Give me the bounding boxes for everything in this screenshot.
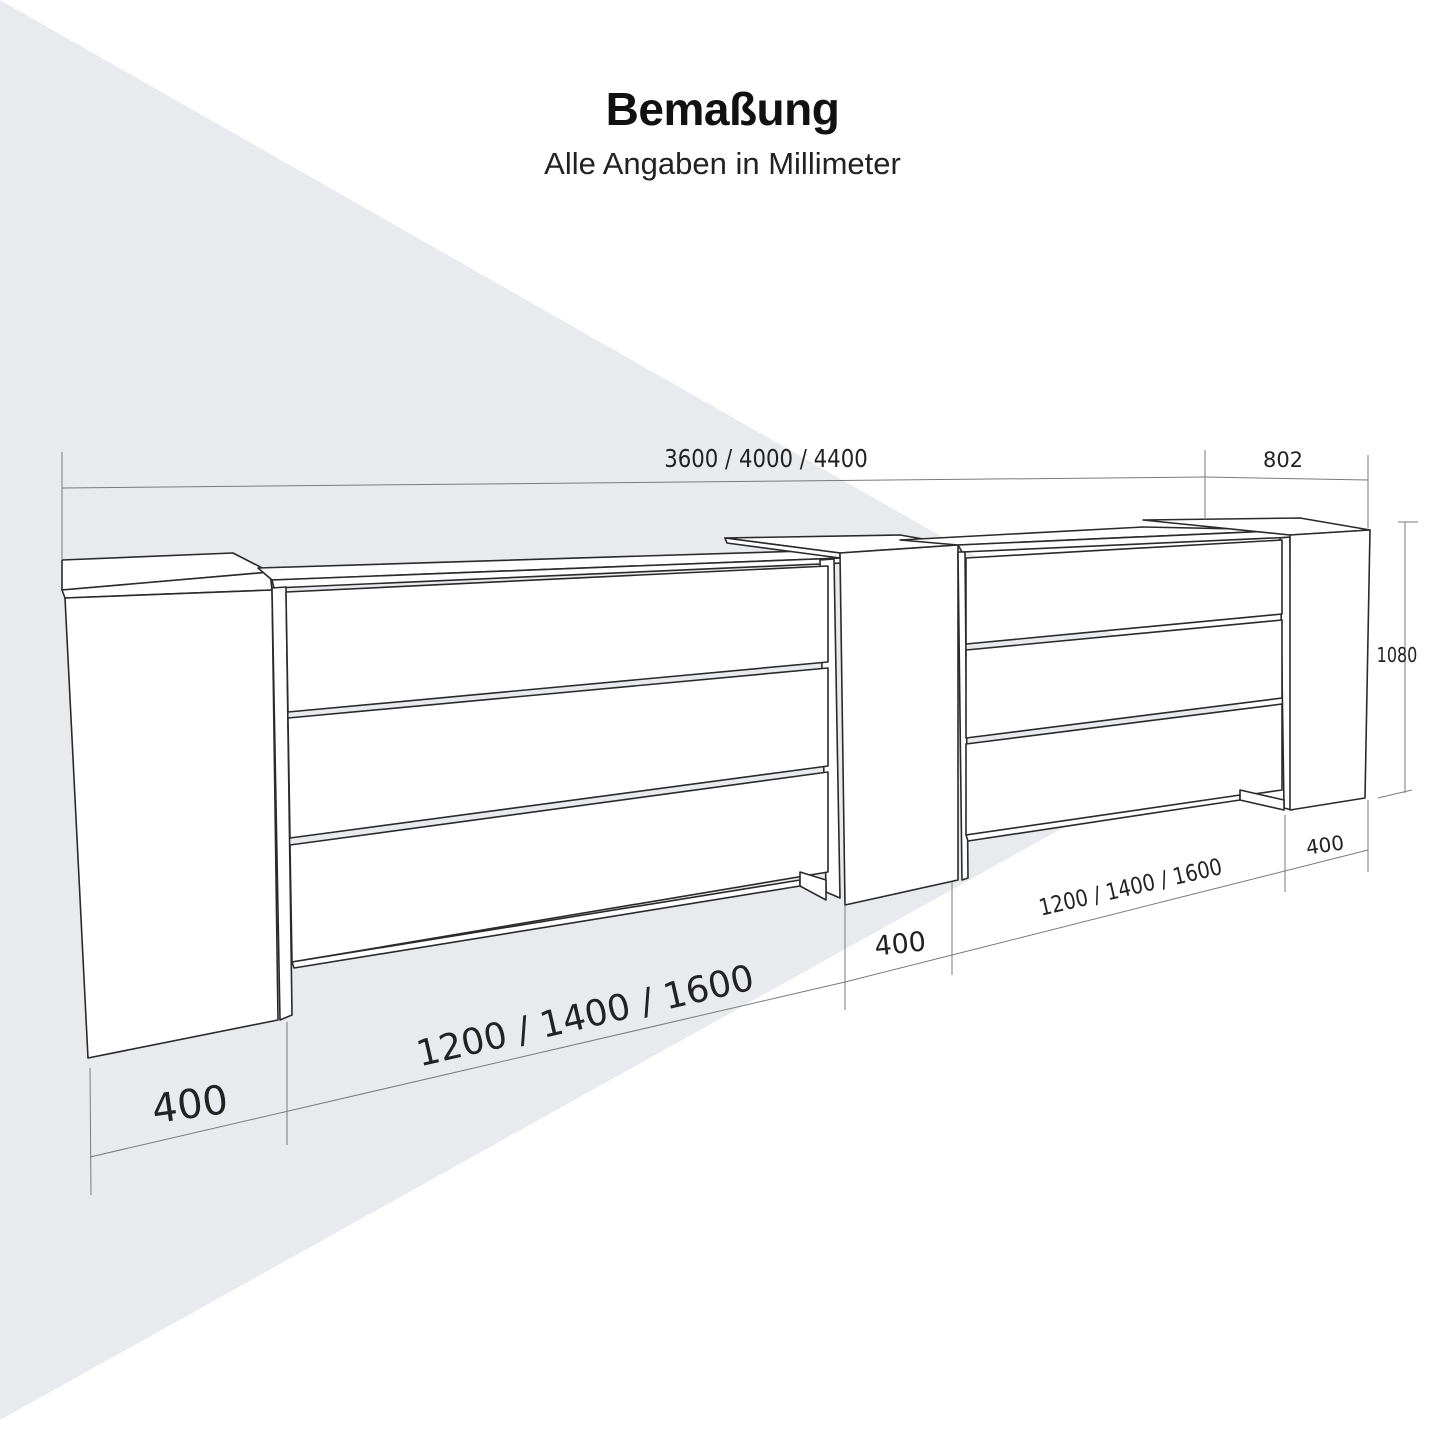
right-end-width-label: 400: [1304, 830, 1345, 859]
right-drawer-module: [899, 526, 1296, 881]
right-end-cabinet: [1142, 517, 1371, 811]
page-title: Bemaßung: [605, 83, 840, 135]
center-column-width-label: 400: [873, 926, 928, 962]
height-label: 1080: [1377, 644, 1418, 667]
left-end-cabinet: [61, 552, 279, 1059]
dimension-lines: [61, 450, 1418, 1196]
left-drawer-module: [257, 549, 843, 1021]
page-subtitle: Alle Angaben in Millimeter: [544, 146, 901, 181]
left-end-width-label: 400: [149, 1077, 231, 1133]
total-width-label: 3600 / 4000 / 4400: [664, 444, 867, 473]
right-module-width-label: 1200 / 1400 / 1600: [1036, 854, 1224, 922]
depth-label: 802: [1263, 448, 1303, 472]
